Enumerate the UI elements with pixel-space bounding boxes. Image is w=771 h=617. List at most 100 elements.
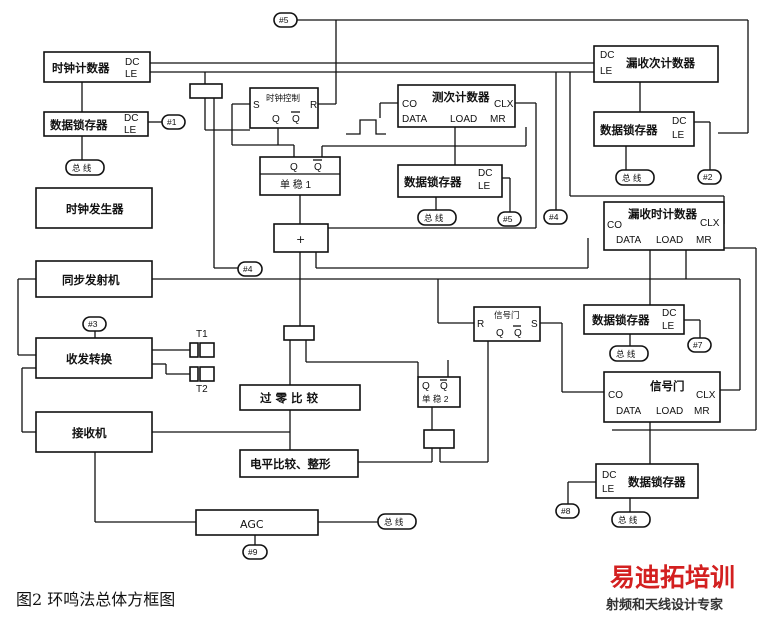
- svg-text:Q: Q: [290, 162, 298, 173]
- leak-clock-counter: 漏收时计数器 CO CLX DATA LOAD MR: [603, 201, 725, 251]
- svg-text:总 线: 总 线: [622, 173, 642, 183]
- tag-9: #9: [242, 544, 268, 560]
- transducer-t2: T2: [189, 366, 215, 395]
- svg-text:LE: LE: [672, 130, 685, 141]
- clock-counter: 时钟计数器 DC LE: [43, 51, 151, 83]
- latch-e: DC LE 数据锁存器: [595, 463, 699, 499]
- svg-text:#5: #5: [279, 15, 289, 25]
- junction-box-top: [189, 83, 223, 99]
- svg-text:数据锁存器: 数据锁存器: [600, 123, 658, 137]
- svg-text:DC: DC: [125, 57, 139, 68]
- svg-text:T2: T2: [196, 384, 208, 395]
- svg-text:MR: MR: [694, 406, 710, 417]
- svg-text:AGC: AGC: [240, 518, 264, 531]
- bus-oval-2: 总 线: [417, 209, 457, 226]
- svg-text:信号门: 信号门: [650, 379, 685, 393]
- svg-text:#1: #1: [167, 117, 177, 127]
- svg-text:数据锁存器: 数据锁存器: [404, 175, 462, 189]
- svg-text:CLX: CLX: [700, 218, 720, 229]
- svg-text:易迪拓培训: 易迪拓培训: [610, 563, 735, 592]
- wires: [17, 19, 757, 545]
- bus-oval-6: 总 线: [611, 511, 651, 528]
- svg-text:S: S: [253, 100, 260, 111]
- svg-text:时钟控制: 时钟控制: [266, 93, 300, 103]
- svg-text:MR: MR: [490, 114, 506, 125]
- tag-4-right: #4: [543, 209, 568, 225]
- svg-text:Q: Q: [514, 328, 522, 339]
- svg-text:LOAD: LOAD: [656, 406, 683, 417]
- svg-text:CLX: CLX: [494, 99, 514, 110]
- svg-text:同步发射机: 同步发射机: [62, 273, 120, 287]
- agc: AGC: [195, 509, 319, 536]
- svg-text:DATA: DATA: [616, 406, 642, 417]
- svg-text:过 零 比 较: 过 零 比 较: [260, 391, 319, 405]
- tag-3: #3: [82, 316, 107, 332]
- svg-text:单 稳 2: 单 稳 2: [422, 394, 449, 404]
- svg-text:DC: DC: [124, 113, 138, 124]
- svg-text:总 线: 总 线: [616, 349, 636, 359]
- watermark: 易迪拓培训 射频和天线设计专家: [605, 563, 735, 613]
- bus-oval-1: 总 线: [65, 159, 105, 176]
- svg-text:LE: LE: [600, 66, 613, 77]
- svg-text:时钟发生器: 时钟发生器: [66, 202, 124, 216]
- junction-box-oneshot2: [423, 429, 455, 449]
- signal-gate-ff: R 信号门 S Q Q: [473, 306, 541, 342]
- adder: +: [273, 223, 329, 253]
- svg-text:CO: CO: [608, 390, 623, 401]
- svg-text:接收机: 接收机: [72, 426, 107, 440]
- svg-text:LOAD: LOAD: [656, 235, 683, 246]
- svg-text:总 线: 总 线: [424, 213, 444, 223]
- level-compare: 电平比较、整形: [239, 449, 359, 478]
- svg-text:Q: Q: [292, 114, 300, 125]
- bus-oval-3: 总 线: [615, 169, 655, 186]
- svg-text:R: R: [310, 100, 317, 111]
- svg-text:电平比较、整形: 电平比较、整形: [250, 457, 331, 471]
- clock-generator: 时钟发生器: [35, 187, 153, 229]
- svg-text:收发转换: 收发转换: [66, 352, 112, 366]
- tag-5-top: #5: [273, 12, 298, 28]
- svg-text:+: +: [296, 233, 305, 246]
- svg-text:Q: Q: [314, 162, 322, 173]
- svg-text:LOAD: LOAD: [450, 114, 477, 125]
- bus-oval-5: 总 线: [377, 513, 417, 530]
- svg-text:DC: DC: [662, 308, 676, 319]
- tag-4-left: #4: [237, 261, 263, 277]
- signal-gate-counter: 信号门 CO CLX DATA LOAD MR: [603, 371, 721, 423]
- svg-text:#4: #4: [549, 212, 559, 222]
- zero-cross: 过 零 比 较: [239, 384, 361, 411]
- svg-text:数据锁存器: 数据锁存器: [50, 118, 108, 132]
- leak-count-counter: DC LE 漏收次计数器: [593, 45, 719, 83]
- svg-text:#8: #8: [561, 506, 571, 516]
- svg-text:LE: LE: [125, 69, 138, 80]
- svg-text:DC: DC: [602, 470, 616, 481]
- svg-text:漏收次计数器: 漏收次计数器: [626, 56, 695, 70]
- svg-text:漏收时计数器: 漏收时计数器: [628, 207, 697, 221]
- svg-text:DATA: DATA: [402, 114, 428, 125]
- svg-text:Q: Q: [422, 381, 430, 392]
- latch-c: 数据锁存器 DC LE: [593, 111, 695, 147]
- svg-text:Q: Q: [440, 381, 448, 392]
- svg-text:测次计数器: 测次计数器: [432, 90, 490, 104]
- measure-counter: CO 测次计数器 CLX DATA LOAD MR: [397, 84, 516, 128]
- svg-text:MR: MR: [696, 235, 712, 246]
- tag-2: #2: [697, 169, 722, 185]
- svg-text:LE: LE: [124, 125, 137, 136]
- svg-text:数据锁存器: 数据锁存器: [628, 475, 686, 489]
- svg-text:信号门: 信号门: [494, 310, 520, 320]
- transducer-t1: T1: [189, 329, 215, 358]
- svg-text:#7: #7: [693, 340, 703, 350]
- latch-a: 数据锁存器 DC LE: [43, 111, 149, 137]
- svg-text:CLX: CLX: [696, 390, 716, 401]
- svg-text:#9: #9: [248, 547, 258, 557]
- svg-text:#4: #4: [243, 264, 253, 274]
- svg-text:射频和天线设计专家: 射频和天线设计专家: [605, 597, 724, 613]
- latch-d: 数据锁存器 DC LE: [583, 304, 685, 335]
- svg-text:#5: #5: [503, 214, 513, 224]
- svg-text:数据锁存器: 数据锁存器: [592, 313, 650, 327]
- svg-text:总 线: 总 线: [618, 515, 638, 525]
- svg-text:总 线: 总 线: [72, 163, 92, 173]
- sync-transmitter: 同步发射机: [35, 260, 153, 298]
- svg-text:时钟计数器: 时钟计数器: [52, 61, 110, 75]
- svg-text:T1: T1: [196, 329, 208, 340]
